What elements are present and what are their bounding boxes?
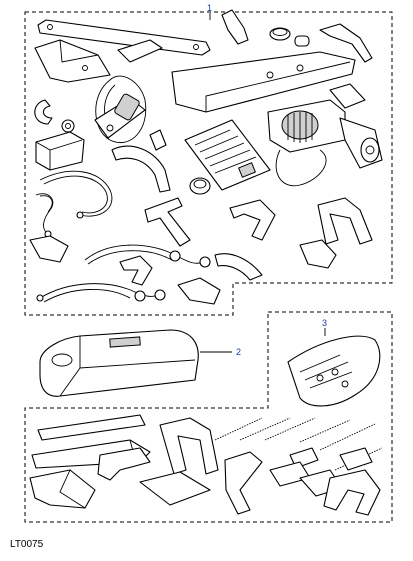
mounting-tray-part <box>171 51 356 113</box>
angled-plate-part <box>29 469 96 509</box>
bumper-housing-part <box>39 329 199 397</box>
cable-loom-part <box>35 170 113 238</box>
winch-motor-part <box>267 99 383 187</box>
triangular-bracket-part <box>323 469 381 516</box>
control-box-part <box>35 131 85 171</box>
boot-cover-part <box>29 235 337 269</box>
cap-part <box>269 27 291 41</box>
lower-bent-strap-part <box>97 447 151 481</box>
pin-part <box>61 119 75 133</box>
long-bracket-part <box>37 19 211 56</box>
group-1-boundary <box>24 11 393 316</box>
reference-code: LT0075 <box>10 539 44 550</box>
callout-2: 2 <box>236 347 241 357</box>
remote-control-part <box>94 75 147 144</box>
callout-1: 1 <box>207 3 212 13</box>
group-3-boundary <box>24 311 393 523</box>
lower-u-bracket-part <box>139 417 219 506</box>
lead-cable-part <box>36 244 211 303</box>
callout-3: 3 <box>322 318 327 328</box>
clamp-part <box>117 39 163 63</box>
z-bracket-part <box>119 255 221 305</box>
u-bracket-part <box>317 197 373 245</box>
mounting-angle-part <box>34 39 111 83</box>
fixing-bag-part <box>287 335 381 407</box>
connector-part <box>149 129 167 151</box>
threaded-rod-part <box>214 417 383 471</box>
lower-angle-bracket-part <box>224 451 263 515</box>
grommet-part <box>189 177 211 195</box>
plug-part <box>294 35 310 47</box>
instruction-booklet-part <box>184 119 271 191</box>
l-bracket-part <box>144 197 276 247</box>
hook-part <box>34 99 53 125</box>
grip-part <box>221 9 249 45</box>
curved-bracket-part <box>111 145 171 193</box>
bent-strap-part <box>319 23 373 63</box>
small-bracket-part <box>329 83 366 109</box>
curved-strap-part <box>214 253 263 281</box>
